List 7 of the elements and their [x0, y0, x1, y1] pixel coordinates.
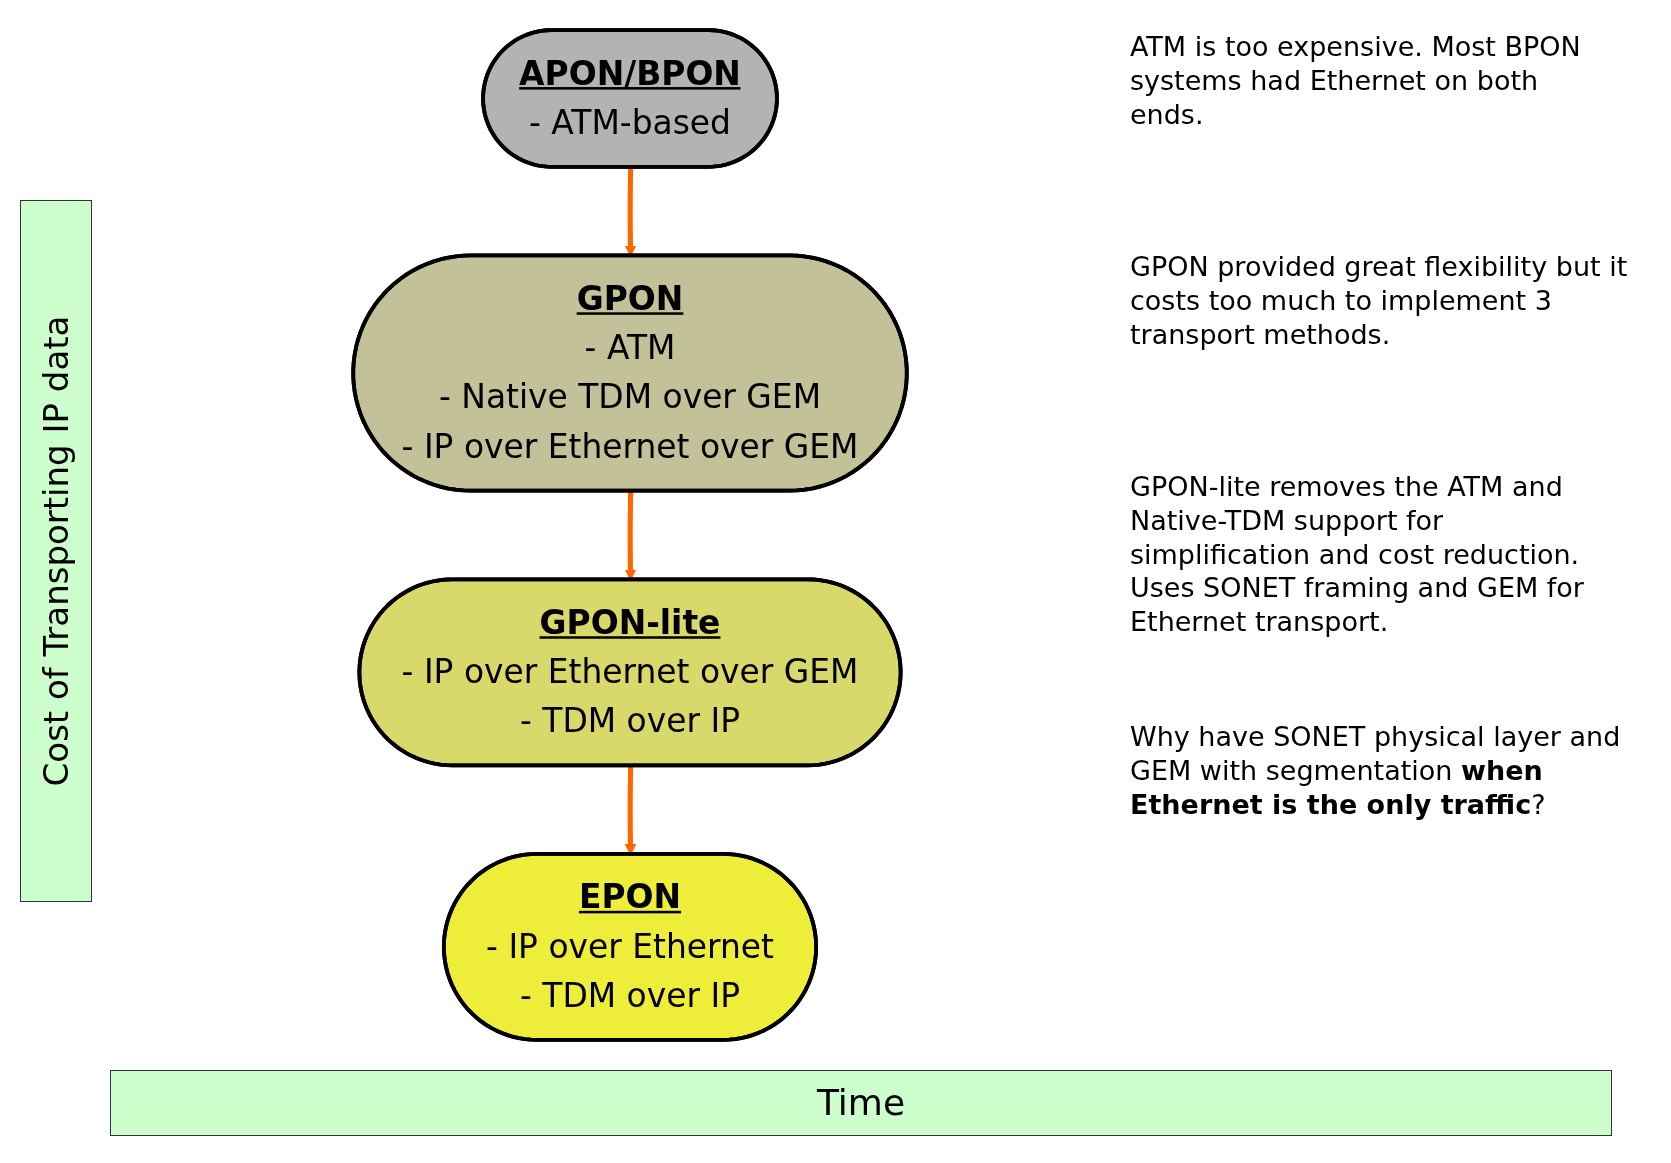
- axis-label: Cost of Transporting IP data: [36, 315, 76, 787]
- annotation-text: ATM is too expensive. Most BPON systems had Ethernet on both ends.: [1130, 30, 1582, 132]
- annotation-text: GPON-lite removes the ATM and Native-TDM support for simplification and cost reduction. Uses SONET framing and GEM for Ethernet transport.: [1130, 470, 1585, 639]
- annotation-text: GPON provided great flexibility but it costs too much to implement 3 transport methods.: [1130, 250, 1629, 352]
- flow-diagram: APON/BPON - ATM-based GPON - ATM - Native TDM over GEM - IP over Ethernet over GEM GPON-lite - IP over Ethernet over GEM - TDM over IP EPON - IP over Ethernet - TDM over IP: [130, 20, 1130, 1050]
- annotation-text: Why have SONET physical layer and GEM with segmentation when Ethernet is the only traffic?: [1130, 720, 1622, 822]
- axis-label: Time: [110, 1070, 1612, 1136]
